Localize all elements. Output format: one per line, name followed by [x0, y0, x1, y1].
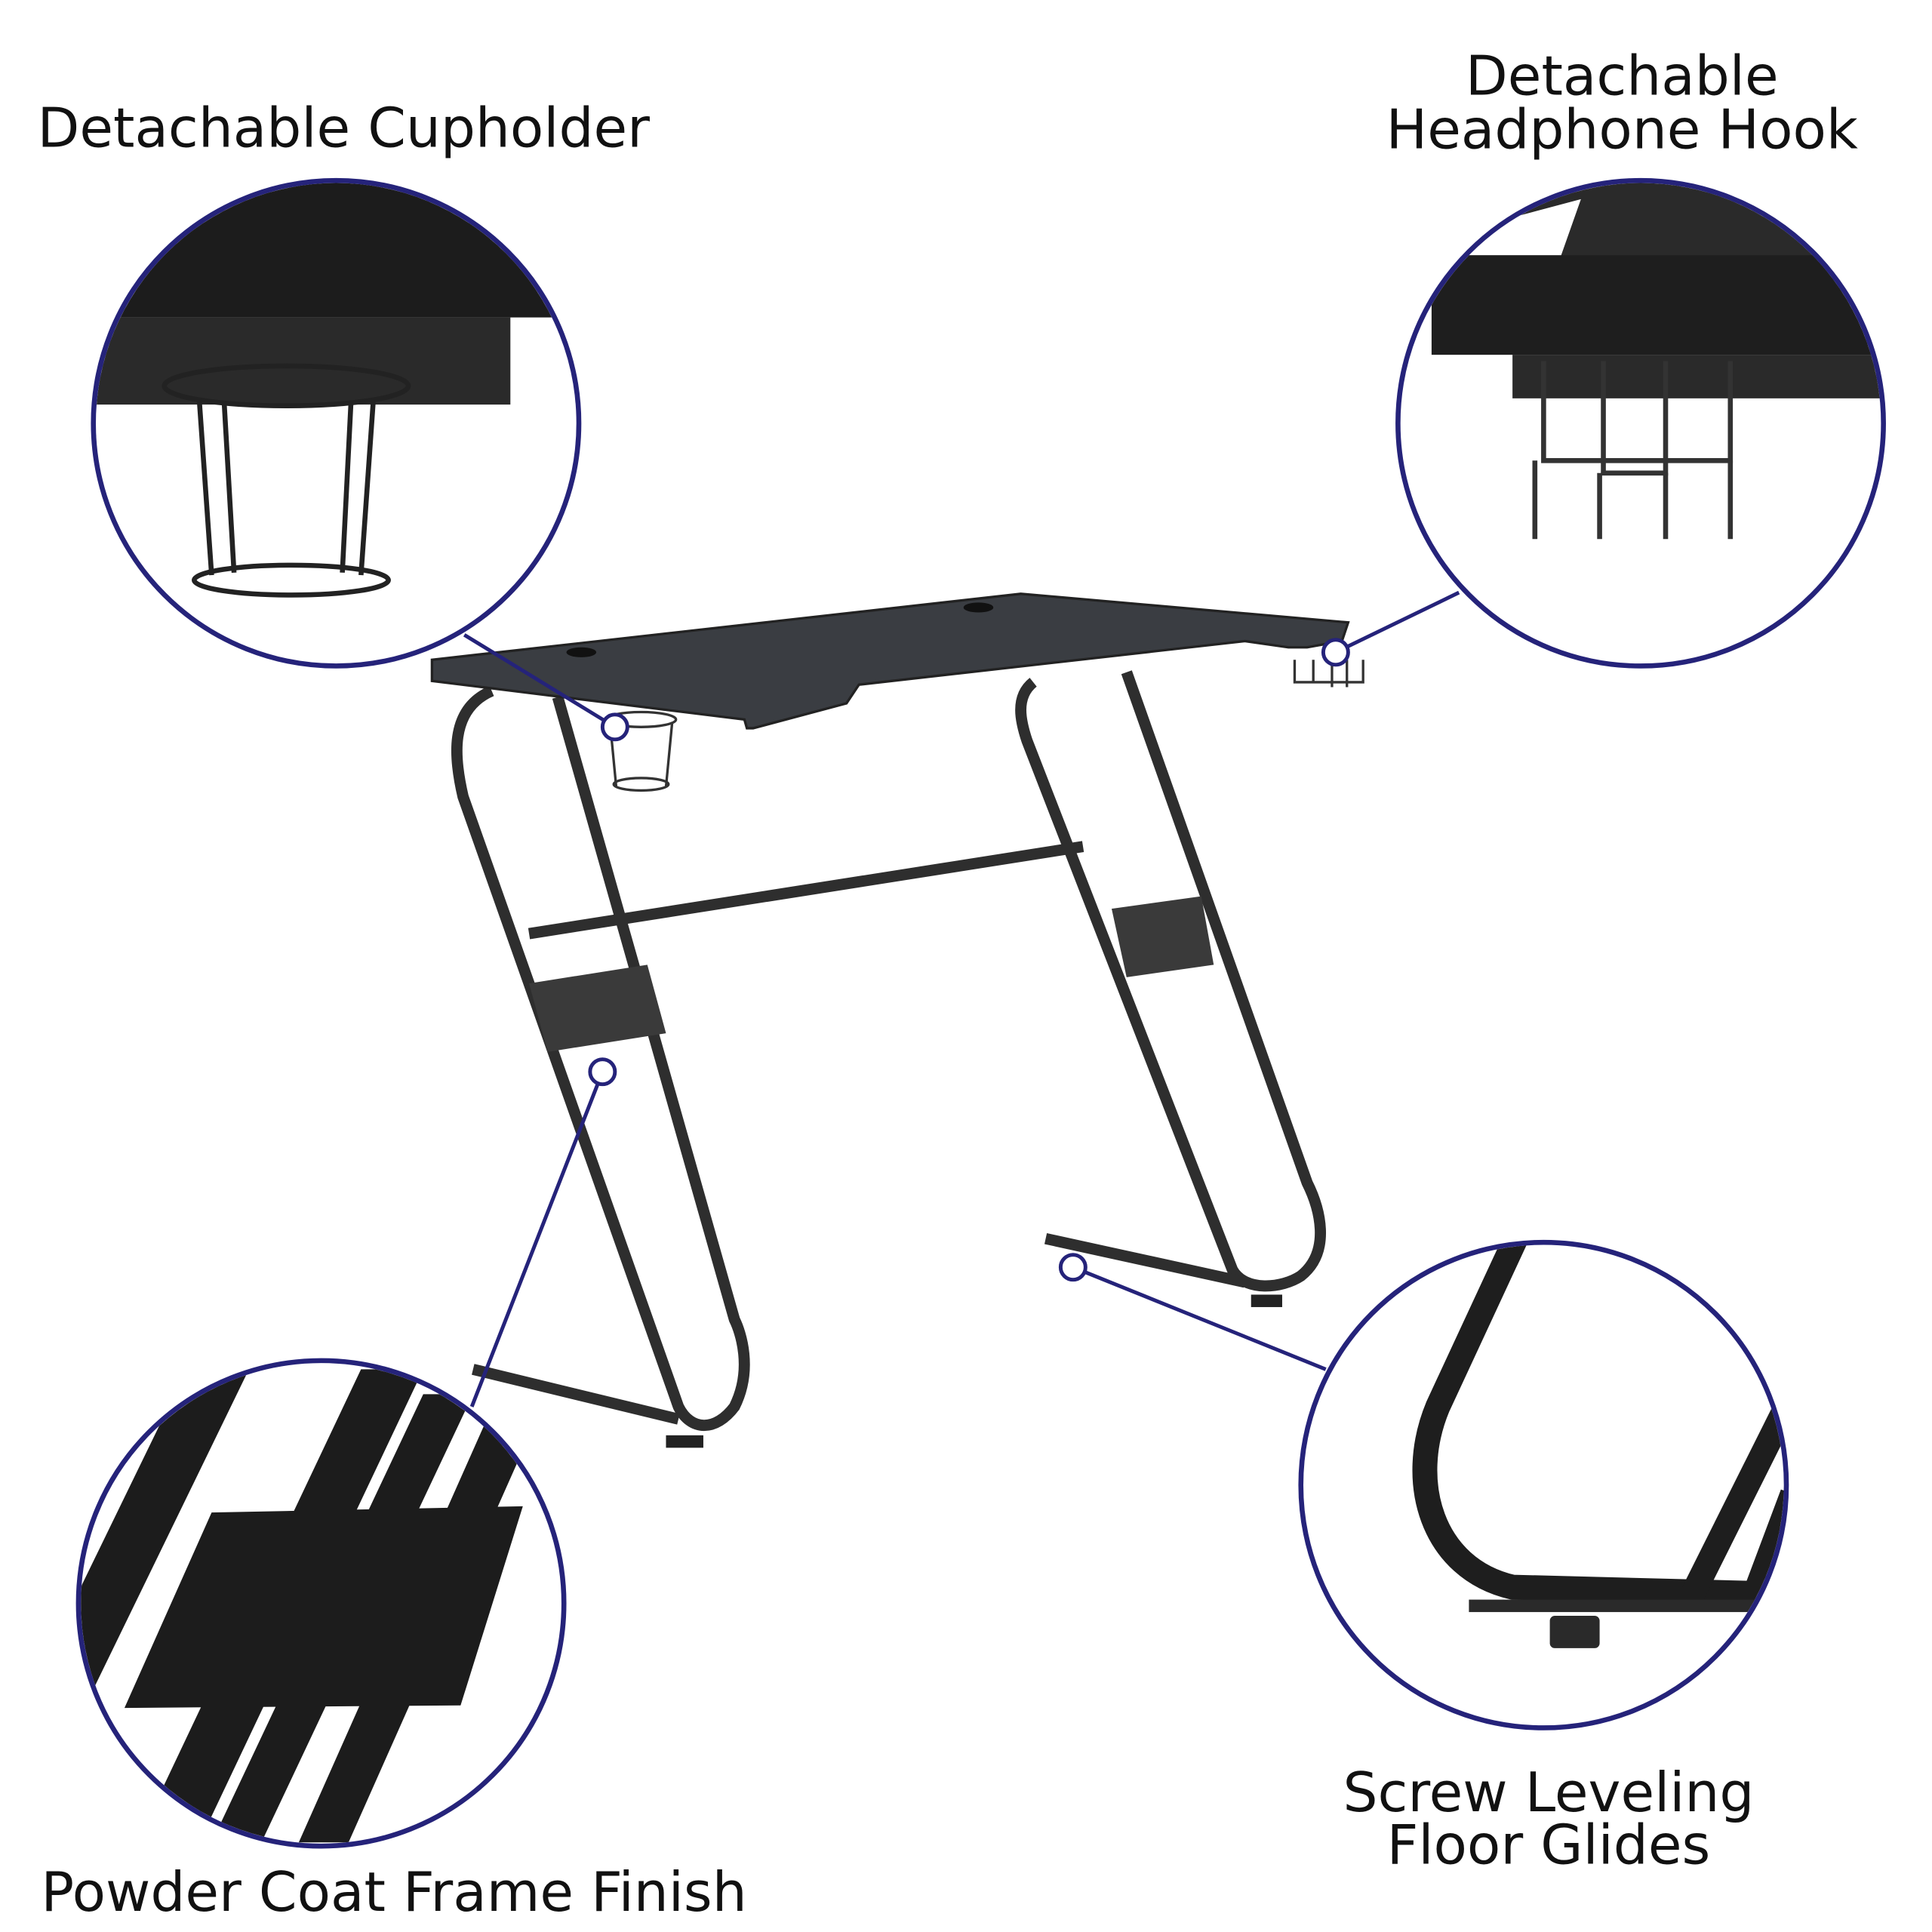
- leg-brace-plate-right: [1111, 896, 1214, 977]
- frame-finish-detail: [75, 1358, 567, 1849]
- cupholder-marker: [600, 712, 629, 742]
- floor-glides-marker: [1058, 1253, 1088, 1282]
- frame-finish-label: Powder Coat Frame Finish: [41, 1861, 746, 1924]
- cupholder-detail: [91, 177, 582, 669]
- desk-legs: [451, 670, 1327, 1431]
- floor-glides-label-line1: Screw Leveling: [1343, 1761, 1754, 1825]
- floor-glide-left: [666, 1435, 703, 1448]
- floor-glide-right: [1251, 1294, 1282, 1307]
- floor-glides-callout-ring: [1298, 1239, 1789, 1730]
- leg-brace-plate-left: [529, 964, 666, 1052]
- gaming-desk: [430, 592, 1364, 1448]
- cable-grommet-left: [566, 647, 597, 657]
- floor-glides-detail: [1298, 1239, 1789, 1730]
- headphone-hook-marker: [1321, 638, 1350, 667]
- headphone-hook-small: [1293, 660, 1364, 688]
- floor-glides-label-line2: Floor Glides: [1387, 1814, 1711, 1877]
- headphone-hook-callout-ring: [1395, 177, 1886, 669]
- callout-leaders: [463, 590, 1460, 1407]
- frame-finish-marker: [588, 1057, 617, 1087]
- cable-grommet-right: [963, 602, 994, 613]
- headphone-hook-label-line1: Detachable: [1466, 45, 1779, 108]
- headphone-hook-label-line2: Headphone Hook: [1386, 98, 1858, 162]
- desk-top: [430, 592, 1350, 730]
- cupholder-label: Detachable Cupholder: [37, 97, 650, 161]
- headphone-hook-detail: [1395, 177, 1886, 669]
- frame-finish-callout-ring: [75, 1358, 567, 1849]
- cupholder-callout-ring: [91, 177, 582, 669]
